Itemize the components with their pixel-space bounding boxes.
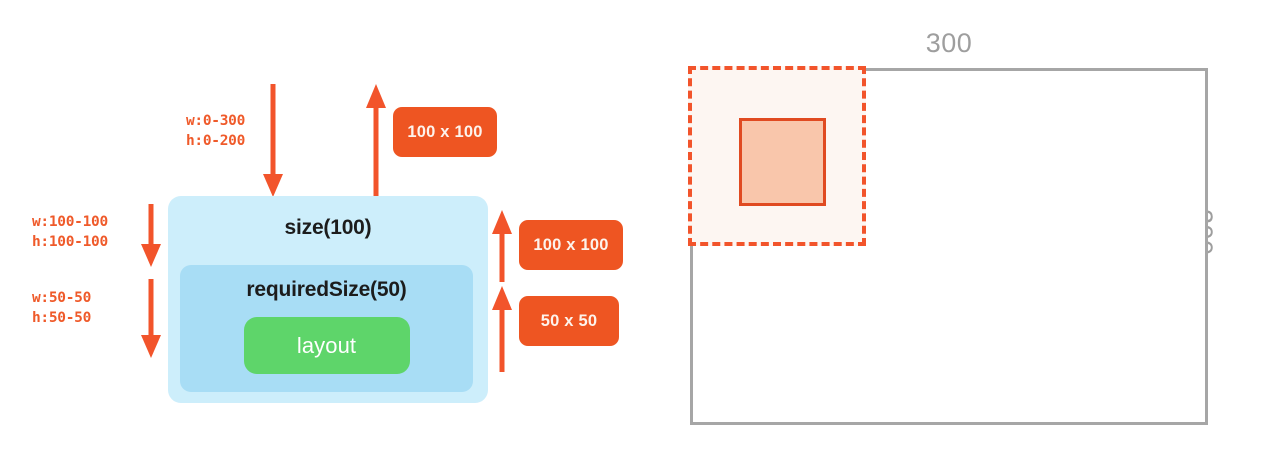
- solid-required-size-square: [739, 118, 826, 206]
- constraint-label-inner-to-layout: w:50-50 h:50-50: [32, 290, 92, 326]
- arrow-down-inner-to-layout: [140, 279, 162, 359]
- layout-node-button[interactable]: layout: [243, 317, 410, 374]
- constraint-label-outer-to-inner: w:100-100 h:100-100: [32, 214, 108, 250]
- badge-size-top: 100 x 100: [393, 107, 497, 157]
- arrow-down-incoming: [262, 84, 284, 198]
- dashed-size-region: [688, 66, 866, 246]
- badge-size-middle: 100 x 100: [519, 220, 623, 270]
- box-required-size-label: requiredSize(50): [246, 278, 407, 301]
- box-size-label: size(100): [284, 216, 372, 239]
- arrow-up-inner-report: [491, 286, 513, 372]
- canvas-width-label: 300: [925, 28, 973, 58]
- arrow-up-reported-top: [365, 84, 387, 200]
- arrow-down-outer-to-inner: [140, 204, 162, 268]
- box-size-outer: size(100) requiredSize(50) layout: [168, 196, 488, 403]
- result-canvas: [688, 66, 1208, 425]
- arrow-up-outer-report: [491, 210, 513, 282]
- constraint-label-incoming: w:0-300 h:0-200: [186, 113, 246, 149]
- badge-size-bottom: 50 x 50: [519, 296, 619, 346]
- box-required-size-inner: requiredSize(50) layout: [180, 265, 473, 392]
